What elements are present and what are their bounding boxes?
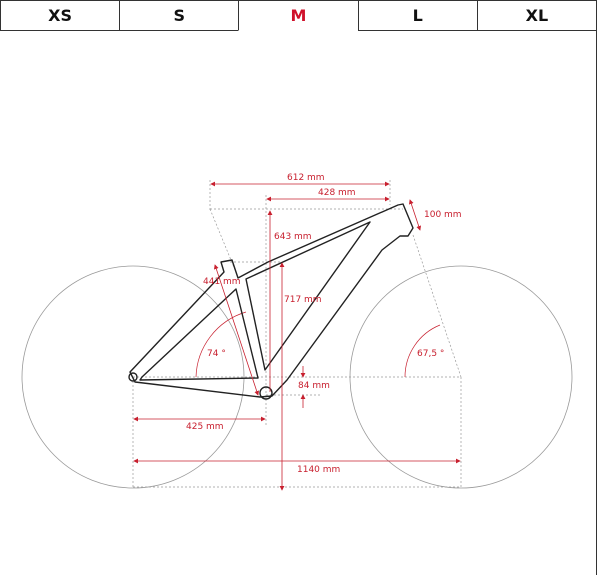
seat-angle-label: 74 ° xyxy=(207,349,226,359)
tab-size-l[interactable]: L xyxy=(357,0,477,31)
head-tube-label: 100 mm xyxy=(424,210,462,220)
seat-angle-arc xyxy=(195,311,247,378)
size-tabs: XS S M L XL xyxy=(0,0,598,31)
chainstay-label: 425 mm xyxy=(186,422,224,432)
tab-size-s[interactable]: S xyxy=(119,0,239,31)
reach-label: 428 mm xyxy=(318,188,356,198)
head-angle-arc xyxy=(404,324,441,378)
tab-size-xs[interactable]: XS xyxy=(0,0,120,31)
tab-size-m[interactable]: M xyxy=(238,0,358,31)
seat-tube-line xyxy=(213,264,260,396)
geometry-panel xyxy=(0,30,597,575)
standover-label: 717 mm xyxy=(284,295,322,305)
wheelbase-label: 1140 mm xyxy=(297,465,340,475)
tab-size-xl[interactable]: XL xyxy=(476,0,598,31)
reach-total-label: 612 mm xyxy=(287,173,325,183)
bike-frame xyxy=(128,203,414,400)
seat-tube-label: 441 mm xyxy=(203,277,241,287)
bb-drop-label: 84 mm xyxy=(298,381,330,391)
head-angle-label: 67,5 ° xyxy=(417,349,444,359)
stack-label: 643 mm xyxy=(274,232,312,242)
head-tube-line xyxy=(408,199,422,231)
